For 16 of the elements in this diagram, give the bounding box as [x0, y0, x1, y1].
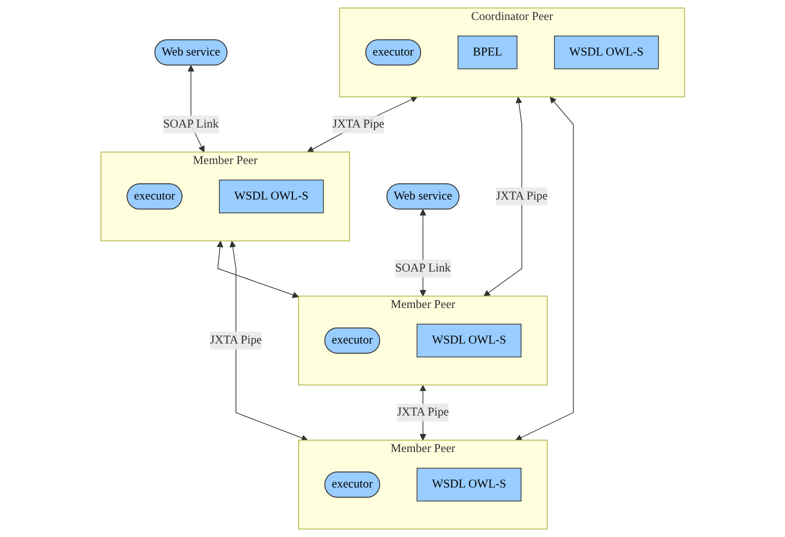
arrow — [515, 96, 574, 441]
arrow — [229, 240, 308, 442]
edge-label: JXTA Pipe — [210, 334, 262, 347]
edge-label: SOAP Link — [394, 262, 450, 274]
edge-label: SOAP Link — [162, 118, 218, 130]
edge-label: JXTA Pipe — [396, 406, 449, 419]
edge-label: JXTA Pipe — [332, 118, 384, 130]
arrow — [216, 240, 299, 298]
node-box: WSDL OWL-S — [218, 180, 324, 214]
node-box: WSDL OWL-S — [416, 324, 522, 358]
edge-label: JXTA Pipe — [496, 190, 548, 202]
node-box: WSDL OWL-S — [554, 36, 659, 70]
node-box: BPEL — [457, 36, 518, 70]
node-box: WSDL OWL-S — [416, 468, 522, 502]
arrow — [306, 96, 418, 152]
arrow — [483, 96, 522, 296]
